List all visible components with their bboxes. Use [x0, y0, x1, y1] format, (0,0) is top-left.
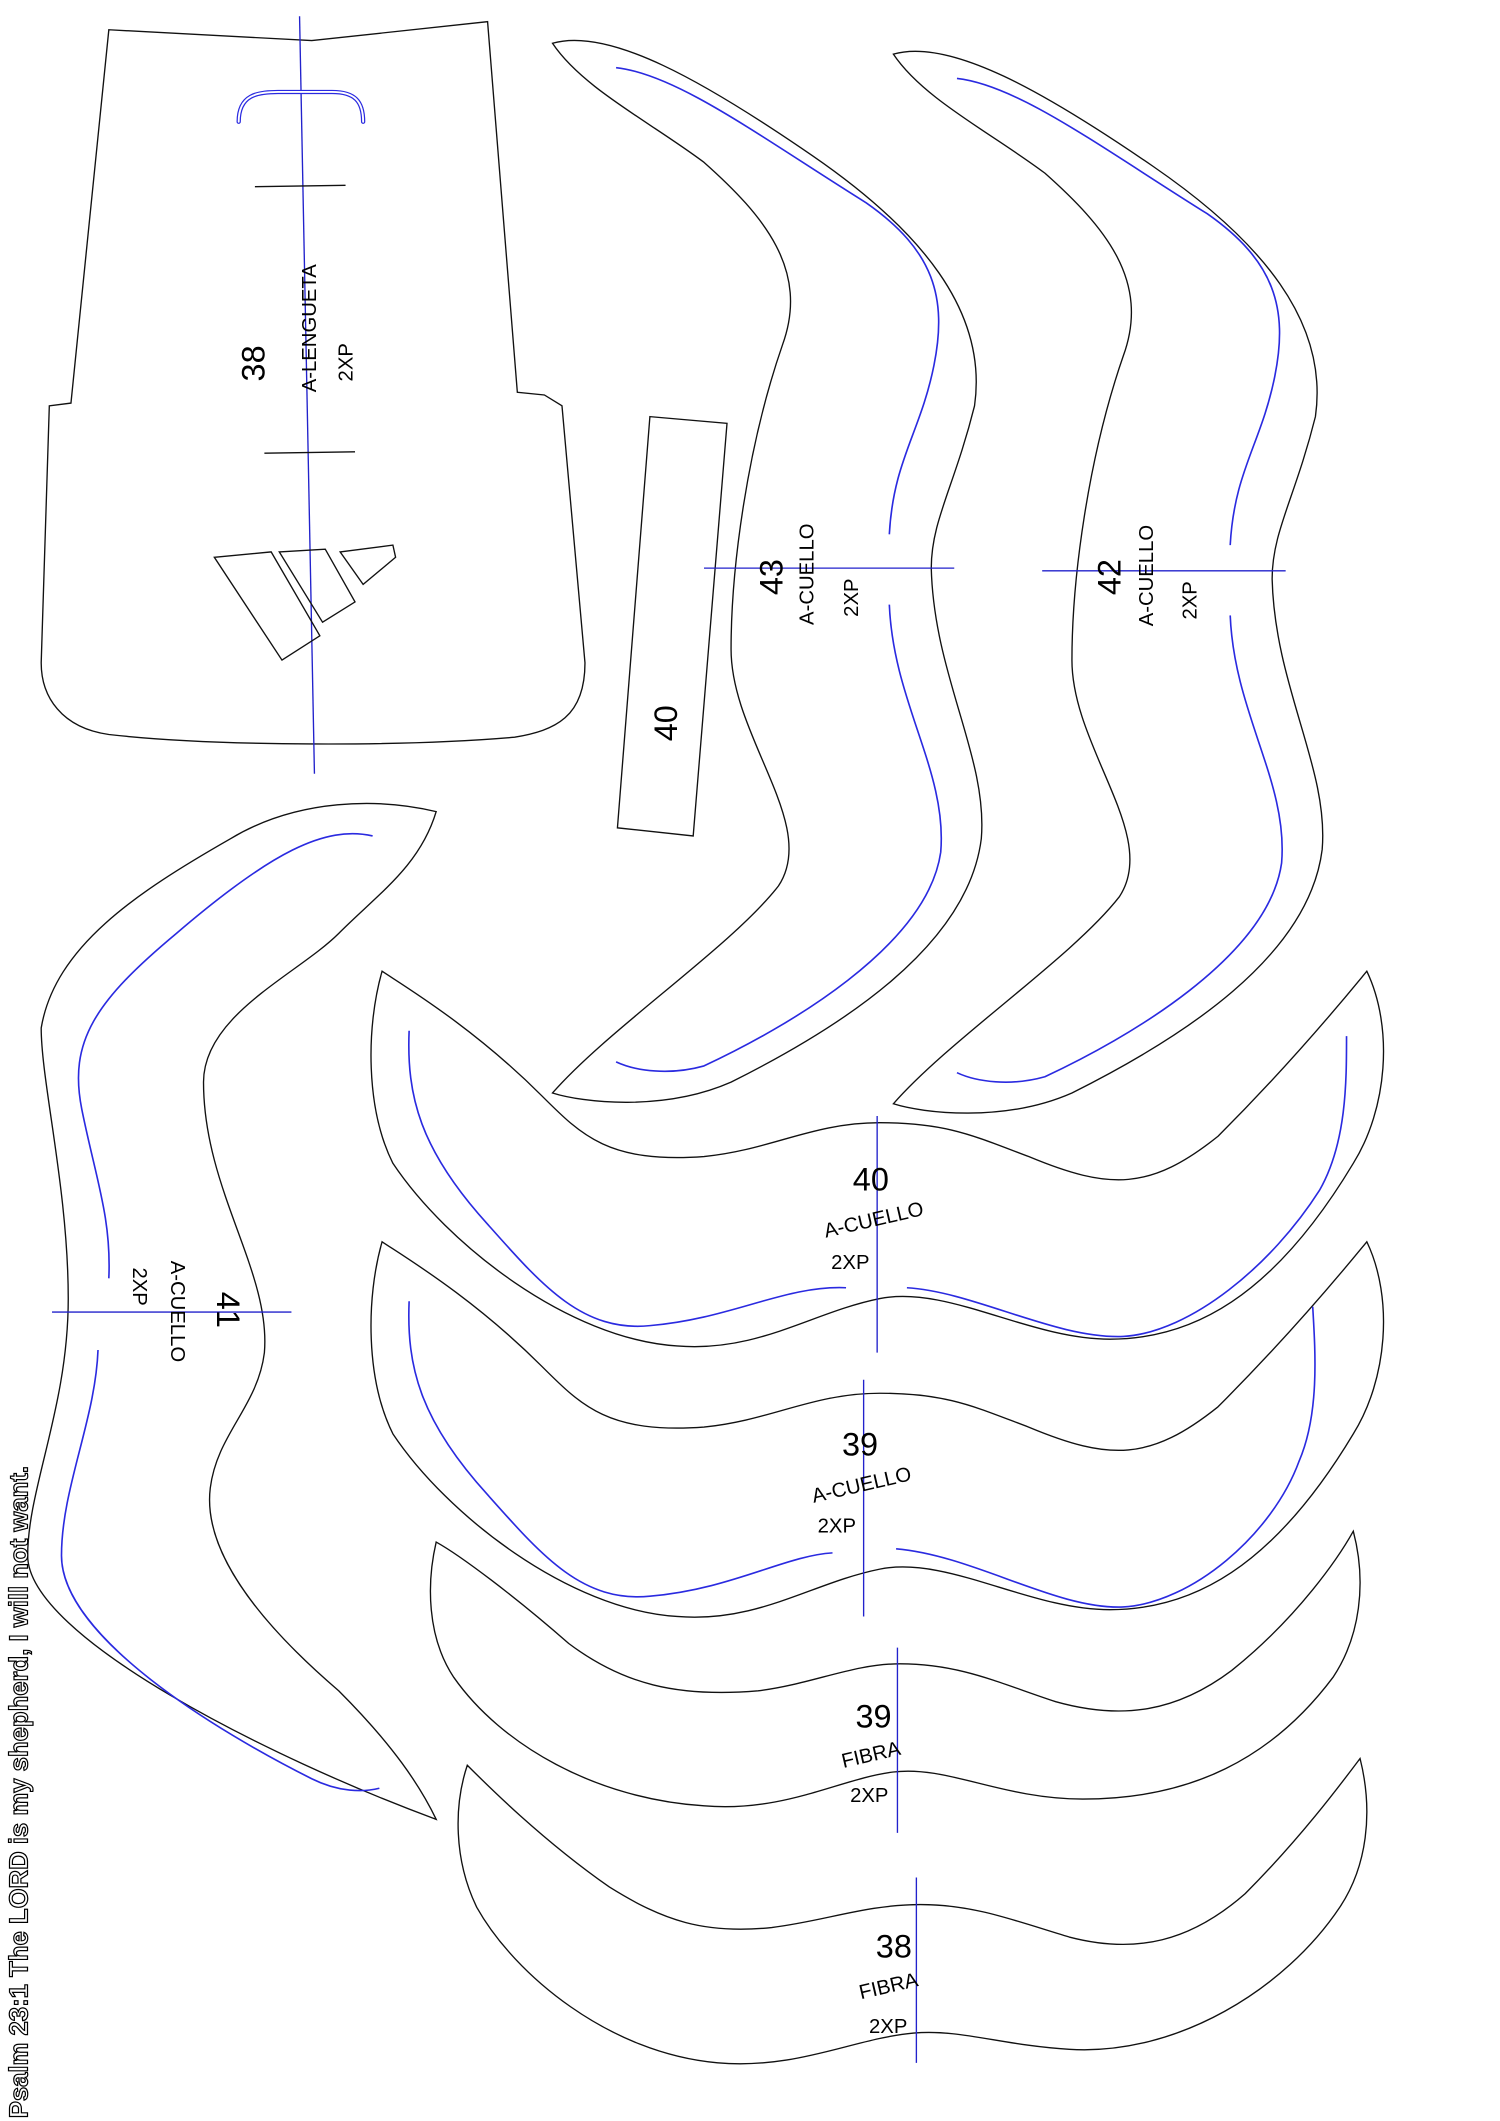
- piece-number: 39: [856, 1698, 892, 1734]
- psalm-verse: Psalm 23:1 The LORD is my shepherd, I wi…: [6, 1466, 34, 2118]
- piece-a-cuello-41: 41 A-CUELLO 2XP: [26, 802, 438, 1821]
- piece-name: FIBRA: [840, 1738, 904, 1773]
- piece-qty: 2XP: [1179, 581, 1201, 619]
- piece-number: 38: [876, 1928, 912, 1964]
- piece-a-lengueta: 38 A-LENGUETA 2XP: [40, 16, 586, 774]
- piece-name: A-CUELLO: [1136, 525, 1158, 626]
- piece-qty: 2XP: [128, 1267, 150, 1305]
- piece-fibra-39: 39 FIBRA 2XP: [429, 1529, 1361, 1833]
- piece-strip-40: 40: [616, 415, 728, 837]
- piece-qty: 2XP: [831, 1252, 869, 1274]
- piece-number: 38: [235, 345, 271, 381]
- piece-number: 40: [648, 705, 684, 741]
- piece-name: A-CUELLO: [166, 1261, 188, 1362]
- piece-number: 43: [753, 559, 789, 595]
- piece-name: A-CUELLO: [797, 524, 819, 625]
- piece-qty: 2XP: [869, 2016, 907, 2038]
- piece-qty: 2XP: [850, 1785, 888, 1807]
- piece-a-cuello-42: 42 A-CUELLO 2XP: [892, 50, 1324, 1114]
- piece-qty: 2XP: [841, 578, 863, 616]
- piece-qty: 2XP: [335, 343, 357, 381]
- piece-number: 41: [210, 1292, 246, 1328]
- three-stripes-logo-icon: [213, 544, 397, 662]
- piece-name: A-CUELLO: [810, 1463, 914, 1507]
- piece-name: A-LENGUETA: [299, 264, 321, 393]
- piece-name: A-CUELLO: [822, 1198, 926, 1242]
- piece-a-cuello-40: 40 A-CUELLO 2XP: [370, 969, 1385, 1353]
- piece-number: 42: [1092, 559, 1128, 595]
- piece-fibra-38: 38 FIBRA 2XP: [457, 1756, 1368, 2065]
- piece-a-cuello-43: 43 A-CUELLO 2XP: [551, 39, 983, 1103]
- piece-number: 40: [853, 1161, 889, 1197]
- piece-number: 39: [842, 1426, 878, 1462]
- piece-name: FIBRA: [857, 1969, 921, 2004]
- piece-qty: 2XP: [818, 1516, 856, 1538]
